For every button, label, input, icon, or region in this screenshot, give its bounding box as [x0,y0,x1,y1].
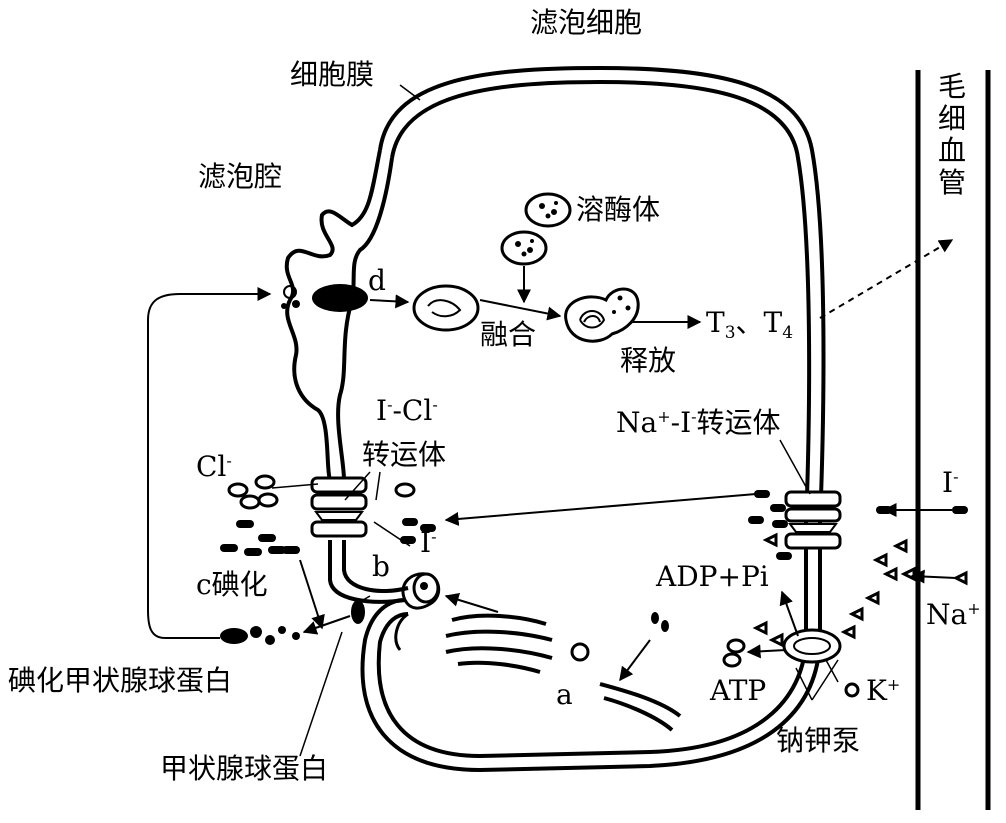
na-ions [752,532,968,648]
label-t4-sub: 4 [782,323,793,343]
label-thyroglobulin: 甲状腺球蛋白 [160,752,328,785]
d-arrow [369,294,410,309]
label-separator: 、 [736,306,764,339]
label-icl-transporter-line1: I--Cl- [376,394,438,427]
label-k: K+ [866,674,900,707]
label-i-outside: I- [942,466,958,499]
label-lumen: 滤泡腔 [198,160,282,193]
thyroglobulin-granule [351,572,440,624]
label-atp: ATP [709,674,766,707]
iodinated-thyroglobulin-blob [220,626,300,645]
label-fusion: 融合 [480,318,536,351]
i-transport-arrow [444,493,757,526]
label-capillary-char-4: 管 [938,166,966,199]
nai-transporter [784,490,842,550]
label-d: d [368,264,386,297]
label-icl-transporter-line2: 转运体 [362,438,446,471]
label-b: b [372,550,390,583]
fusion-arrow [479,299,562,321]
cl-ions [227,474,416,510]
label-cl: Cl- [196,450,232,483]
label-release: 释放 [620,344,676,377]
label-membrane: 细胞膜 [290,58,374,91]
feedback-loop-arrow [147,287,272,639]
golgi-apparatus [445,613,682,732]
label-capillary-char-2: 细 [938,102,966,135]
adp-arrow [779,590,799,637]
tg-to-iodination-arrow [302,615,351,635]
label-pump: 钠钾泵 [776,724,860,757]
label-t3: T [706,306,725,339]
secondary-lysosome [564,287,640,343]
label-hormones: T3、T4 [706,306,793,343]
endocytosis-vesicle [281,284,368,312]
label-iodination: c碘化 [196,568,268,601]
golgi-arrow [619,639,651,682]
cl-out-arrow [271,483,319,489]
lysosome-1 [524,192,572,228]
k-arrow [746,644,787,659]
er-arrow [444,593,499,613]
hormone-secretion-arrow [819,239,954,319]
label-t4: T [764,306,783,339]
iodination-arrow [299,559,325,630]
leader-lines [299,84,839,757]
label-nai-transporter: Na+-I-转运体 [616,406,781,439]
icl-transporter [310,476,368,538]
label-capillary-char-3: 血 [938,134,966,167]
title-cell: 滤泡细胞 [530,6,642,39]
label-t3-sub: 3 [725,323,736,343]
ribosomes [651,612,669,632]
label-i-inside: I- [420,526,436,559]
i-ions-right [748,490,968,560]
label-iodinated-tg: 碘化甲状腺球蛋白 [8,664,232,697]
label-a: a [556,678,573,711]
label-capillary-char-1: 毛 [938,70,966,103]
lysosome-2 [500,230,548,266]
na-k-pump [782,628,842,664]
label-capillary: 毛 细 血 管 [938,70,966,199]
label-lysosome: 溶酶体 [576,193,660,226]
colloid-vesicle [412,284,480,332]
k-ions [722,638,860,698]
label-na: Na+ [926,598,981,631]
na-entry-arrow [910,569,957,584]
label-adp: ADP+Pi [655,560,769,593]
